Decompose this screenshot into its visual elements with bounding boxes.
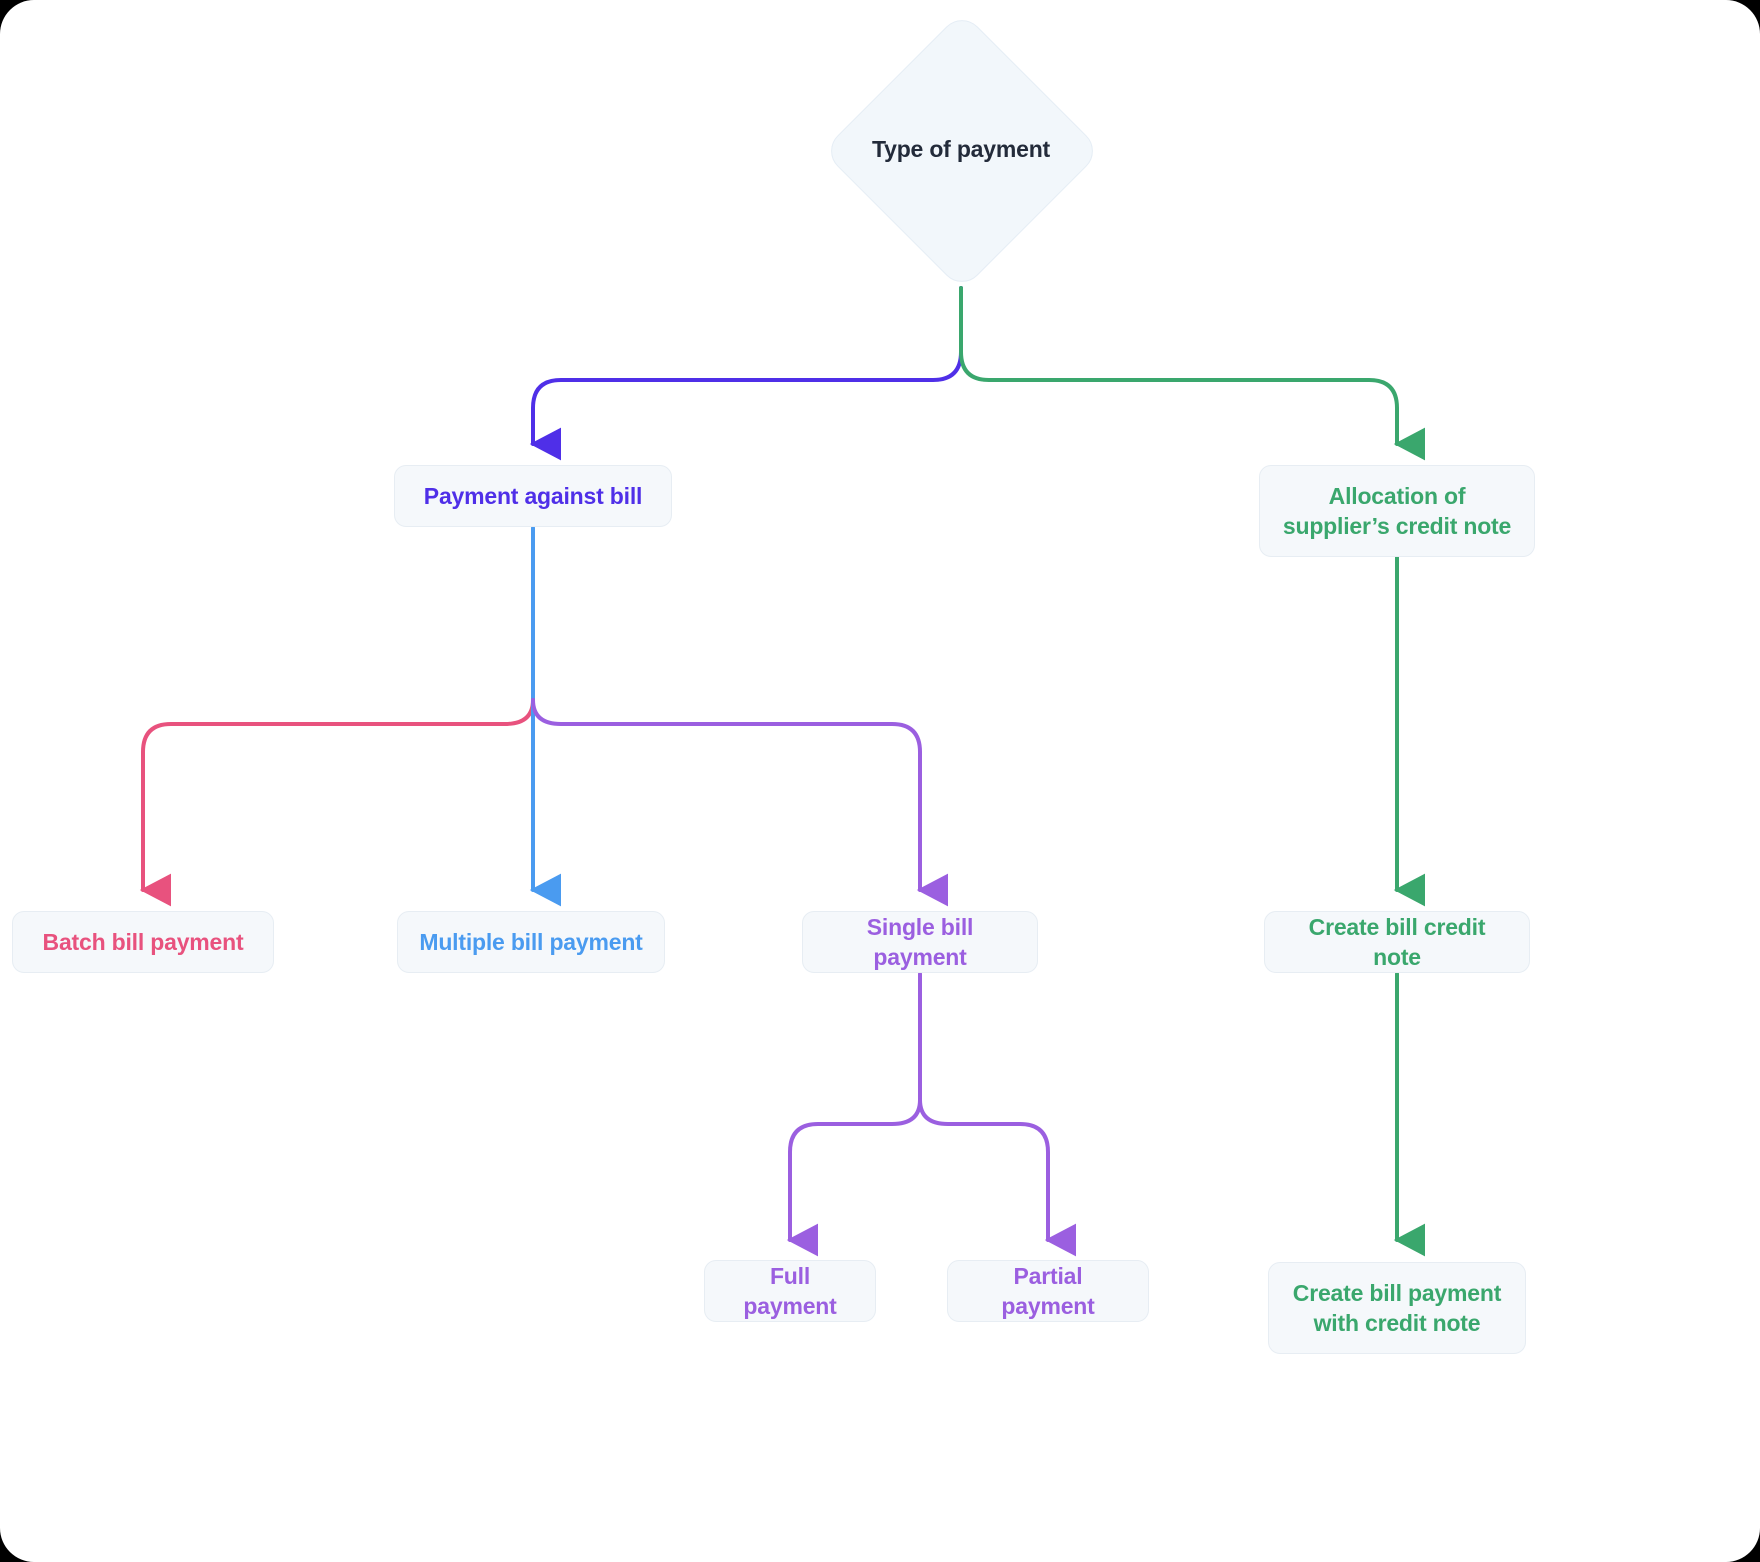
node-multiple-bill-payment[interactable]: Multiple bill payment bbox=[397, 911, 665, 973]
node-allocation-of-suppliers-credit-note[interactable]: Allocation of supplier’s credit note bbox=[1259, 465, 1535, 557]
node-payment-against-bill[interactable]: Payment against bill bbox=[394, 465, 672, 527]
connector-single-to-full bbox=[786, 1098, 922, 1257]
node-partial-payment[interactable]: Partial payment bbox=[947, 1260, 1149, 1322]
connector-single-to-partial bbox=[918, 1098, 1076, 1257]
node-create-bill-credit-note[interactable]: Create bill credit note bbox=[1264, 911, 1530, 973]
connector-root-to-payment-against-bill bbox=[529, 286, 963, 461]
node-type-of-payment-label: Type of payment bbox=[871, 136, 1051, 162]
node-create-bill-payment-with-credit-note[interactable]: Create bill payment with credit note bbox=[1268, 1262, 1526, 1354]
connector-payment-to-single bbox=[531, 698, 948, 907]
node-full-payment[interactable]: Full payment bbox=[704, 1260, 876, 1322]
connector-payment-to-batch bbox=[139, 698, 535, 907]
node-single-bill-payment[interactable]: Single bill payment bbox=[802, 911, 1038, 973]
connector-root-to-allocation bbox=[959, 286, 1425, 461]
node-batch-bill-payment[interactable]: Batch bill payment bbox=[12, 911, 274, 973]
